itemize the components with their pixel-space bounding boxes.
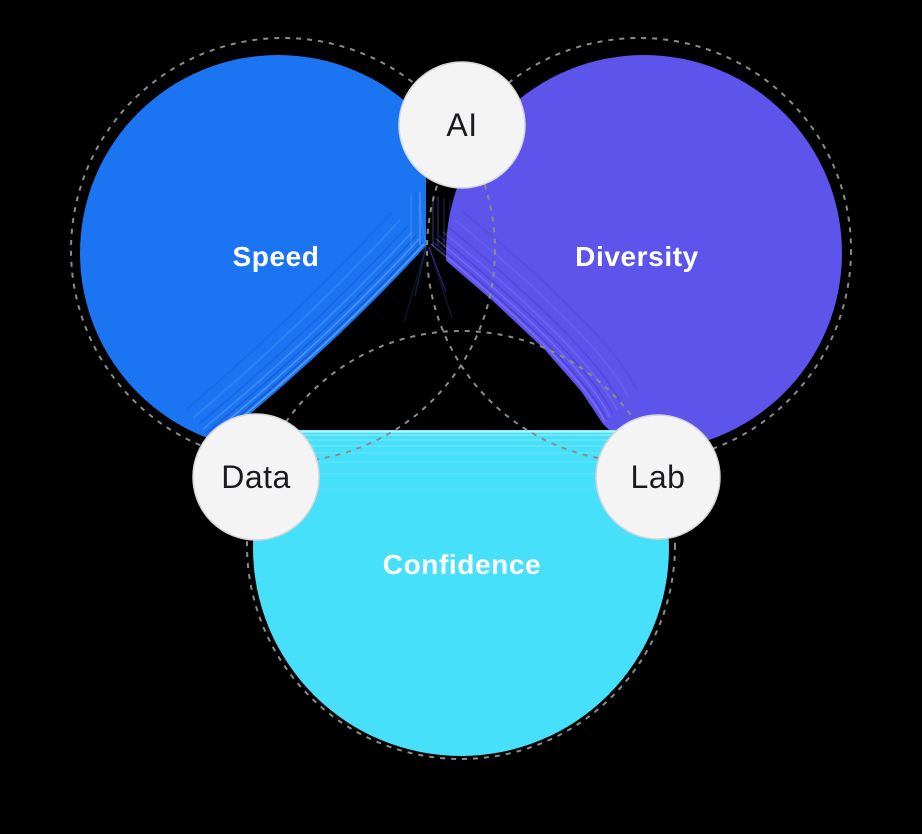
- fringe-line: [208, 238, 420, 437]
- fringe-line: [210, 241, 423, 440]
- fringe-line: [442, 231, 618, 411]
- fringe-line: [462, 211, 638, 391]
- fringe-line: [430, 243, 606, 423]
- fringe-line: [414, 246, 427, 297]
- fringe-line: [185, 211, 393, 411]
- data-node-label: Data: [221, 459, 291, 495]
- confidence-dashed-ring: [246, 330, 676, 760]
- fringe-line: [418, 204, 427, 248]
- fringe-line: [198, 226, 408, 425]
- fringe-line: [447, 226, 623, 406]
- diversity-label: Diversity: [575, 241, 699, 272]
- fringe-line: [438, 235, 614, 415]
- lab-node-label: Lab: [631, 459, 686, 495]
- ai-node-circle: [398, 61, 526, 189]
- speed-label: Speed: [232, 241, 319, 272]
- fringe-line: [202, 231, 413, 430]
- confidence-circle: [253, 430, 669, 756]
- diversity-sweep-fringe: [428, 196, 638, 423]
- speed-sweep-fringe: [185, 192, 425, 442]
- fringe-line: [432, 241, 608, 421]
- speed-apex-rays: [403, 204, 427, 323]
- fringe-line: [205, 235, 417, 434]
- lab-node-circle: [595, 414, 721, 540]
- fringe-line: [435, 238, 611, 418]
- node-data: Data: [192, 413, 320, 541]
- fringe-line: [192, 219, 401, 419]
- confidence-label: Confidence: [383, 549, 541, 580]
- confidence-sweep-fringe: [269, 430, 654, 491]
- data-node-circle: [192, 413, 320, 541]
- fringe-line: [428, 246, 447, 293]
- fringe-line: [403, 246, 427, 323]
- node-ai: AI: [398, 61, 526, 189]
- fringe-line: [454, 219, 630, 399]
- node-lab: Lab: [595, 414, 721, 540]
- ai-node-label: AI: [446, 107, 477, 143]
- fringe-line: [428, 246, 453, 319]
